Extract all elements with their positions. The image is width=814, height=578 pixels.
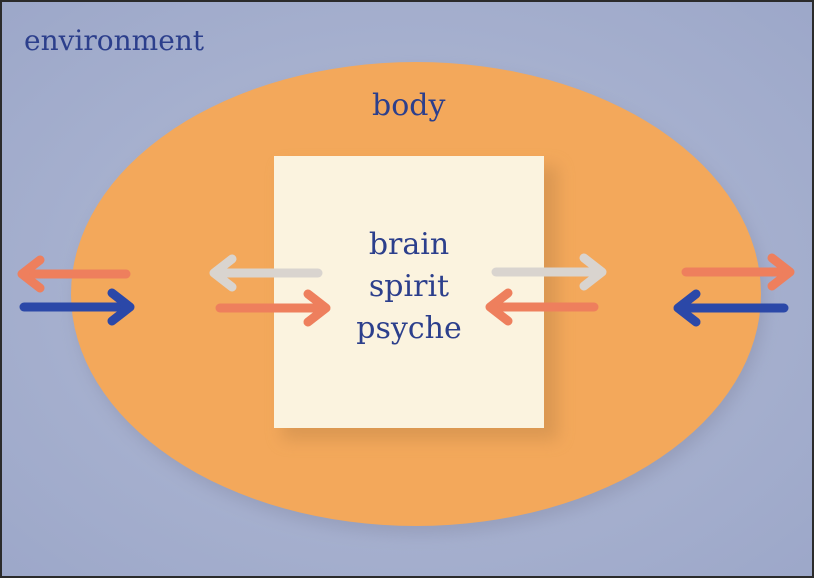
arrow-icon [673,289,789,327]
body-label: body [372,88,446,123]
arrow-icon [17,255,131,293]
spirit-label: spirit [368,269,450,304]
arrow-icon [681,253,795,291]
arrow-icon [485,288,599,326]
core-label-group: brain spirit psyche [274,224,544,350]
arrow-icon [491,253,607,291]
arrow-icon [215,289,331,327]
brain-label: brain [368,227,450,262]
environment-label: environment [24,24,205,57]
core-square [274,156,544,428]
arrow-icon [19,288,135,326]
psyche-label: psyche [356,311,462,346]
arrow-icon [209,254,323,292]
